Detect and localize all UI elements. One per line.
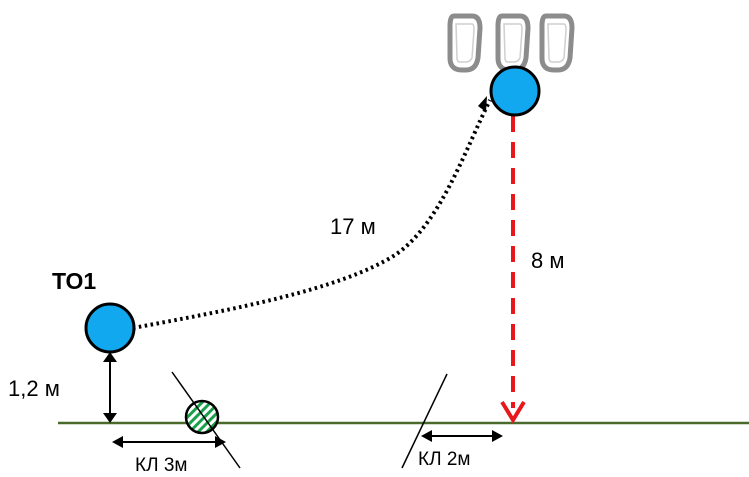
zone-boundary-left xyxy=(171,371,241,469)
start-node-to1 xyxy=(84,302,136,354)
carabiner-group xyxy=(447,13,575,73)
zone-left-arrow xyxy=(112,436,226,448)
start-point-label: ТО1 xyxy=(52,268,96,294)
carabiner-icon xyxy=(539,13,575,73)
hatched-marker xyxy=(184,399,220,435)
carabiner-icon xyxy=(495,13,531,73)
start-height-arrow xyxy=(103,352,117,423)
drop-height-label: 8 м xyxy=(531,248,564,273)
traverse-path xyxy=(132,99,492,330)
traverse-arrowhead xyxy=(478,96,487,112)
zone-left-label: КЛ 3м xyxy=(135,455,187,472)
zone-right-arrow xyxy=(421,430,503,442)
top-anchor-node xyxy=(489,65,541,117)
carabiner-icon xyxy=(447,13,483,73)
zone-right-label: КЛ 2м xyxy=(418,449,470,470)
start-height-label: 1,2 м xyxy=(8,376,60,401)
drop-arrowhead xyxy=(500,400,526,424)
traverse-length-label: 17 м xyxy=(330,214,376,239)
zone-boundary-right xyxy=(401,373,448,469)
